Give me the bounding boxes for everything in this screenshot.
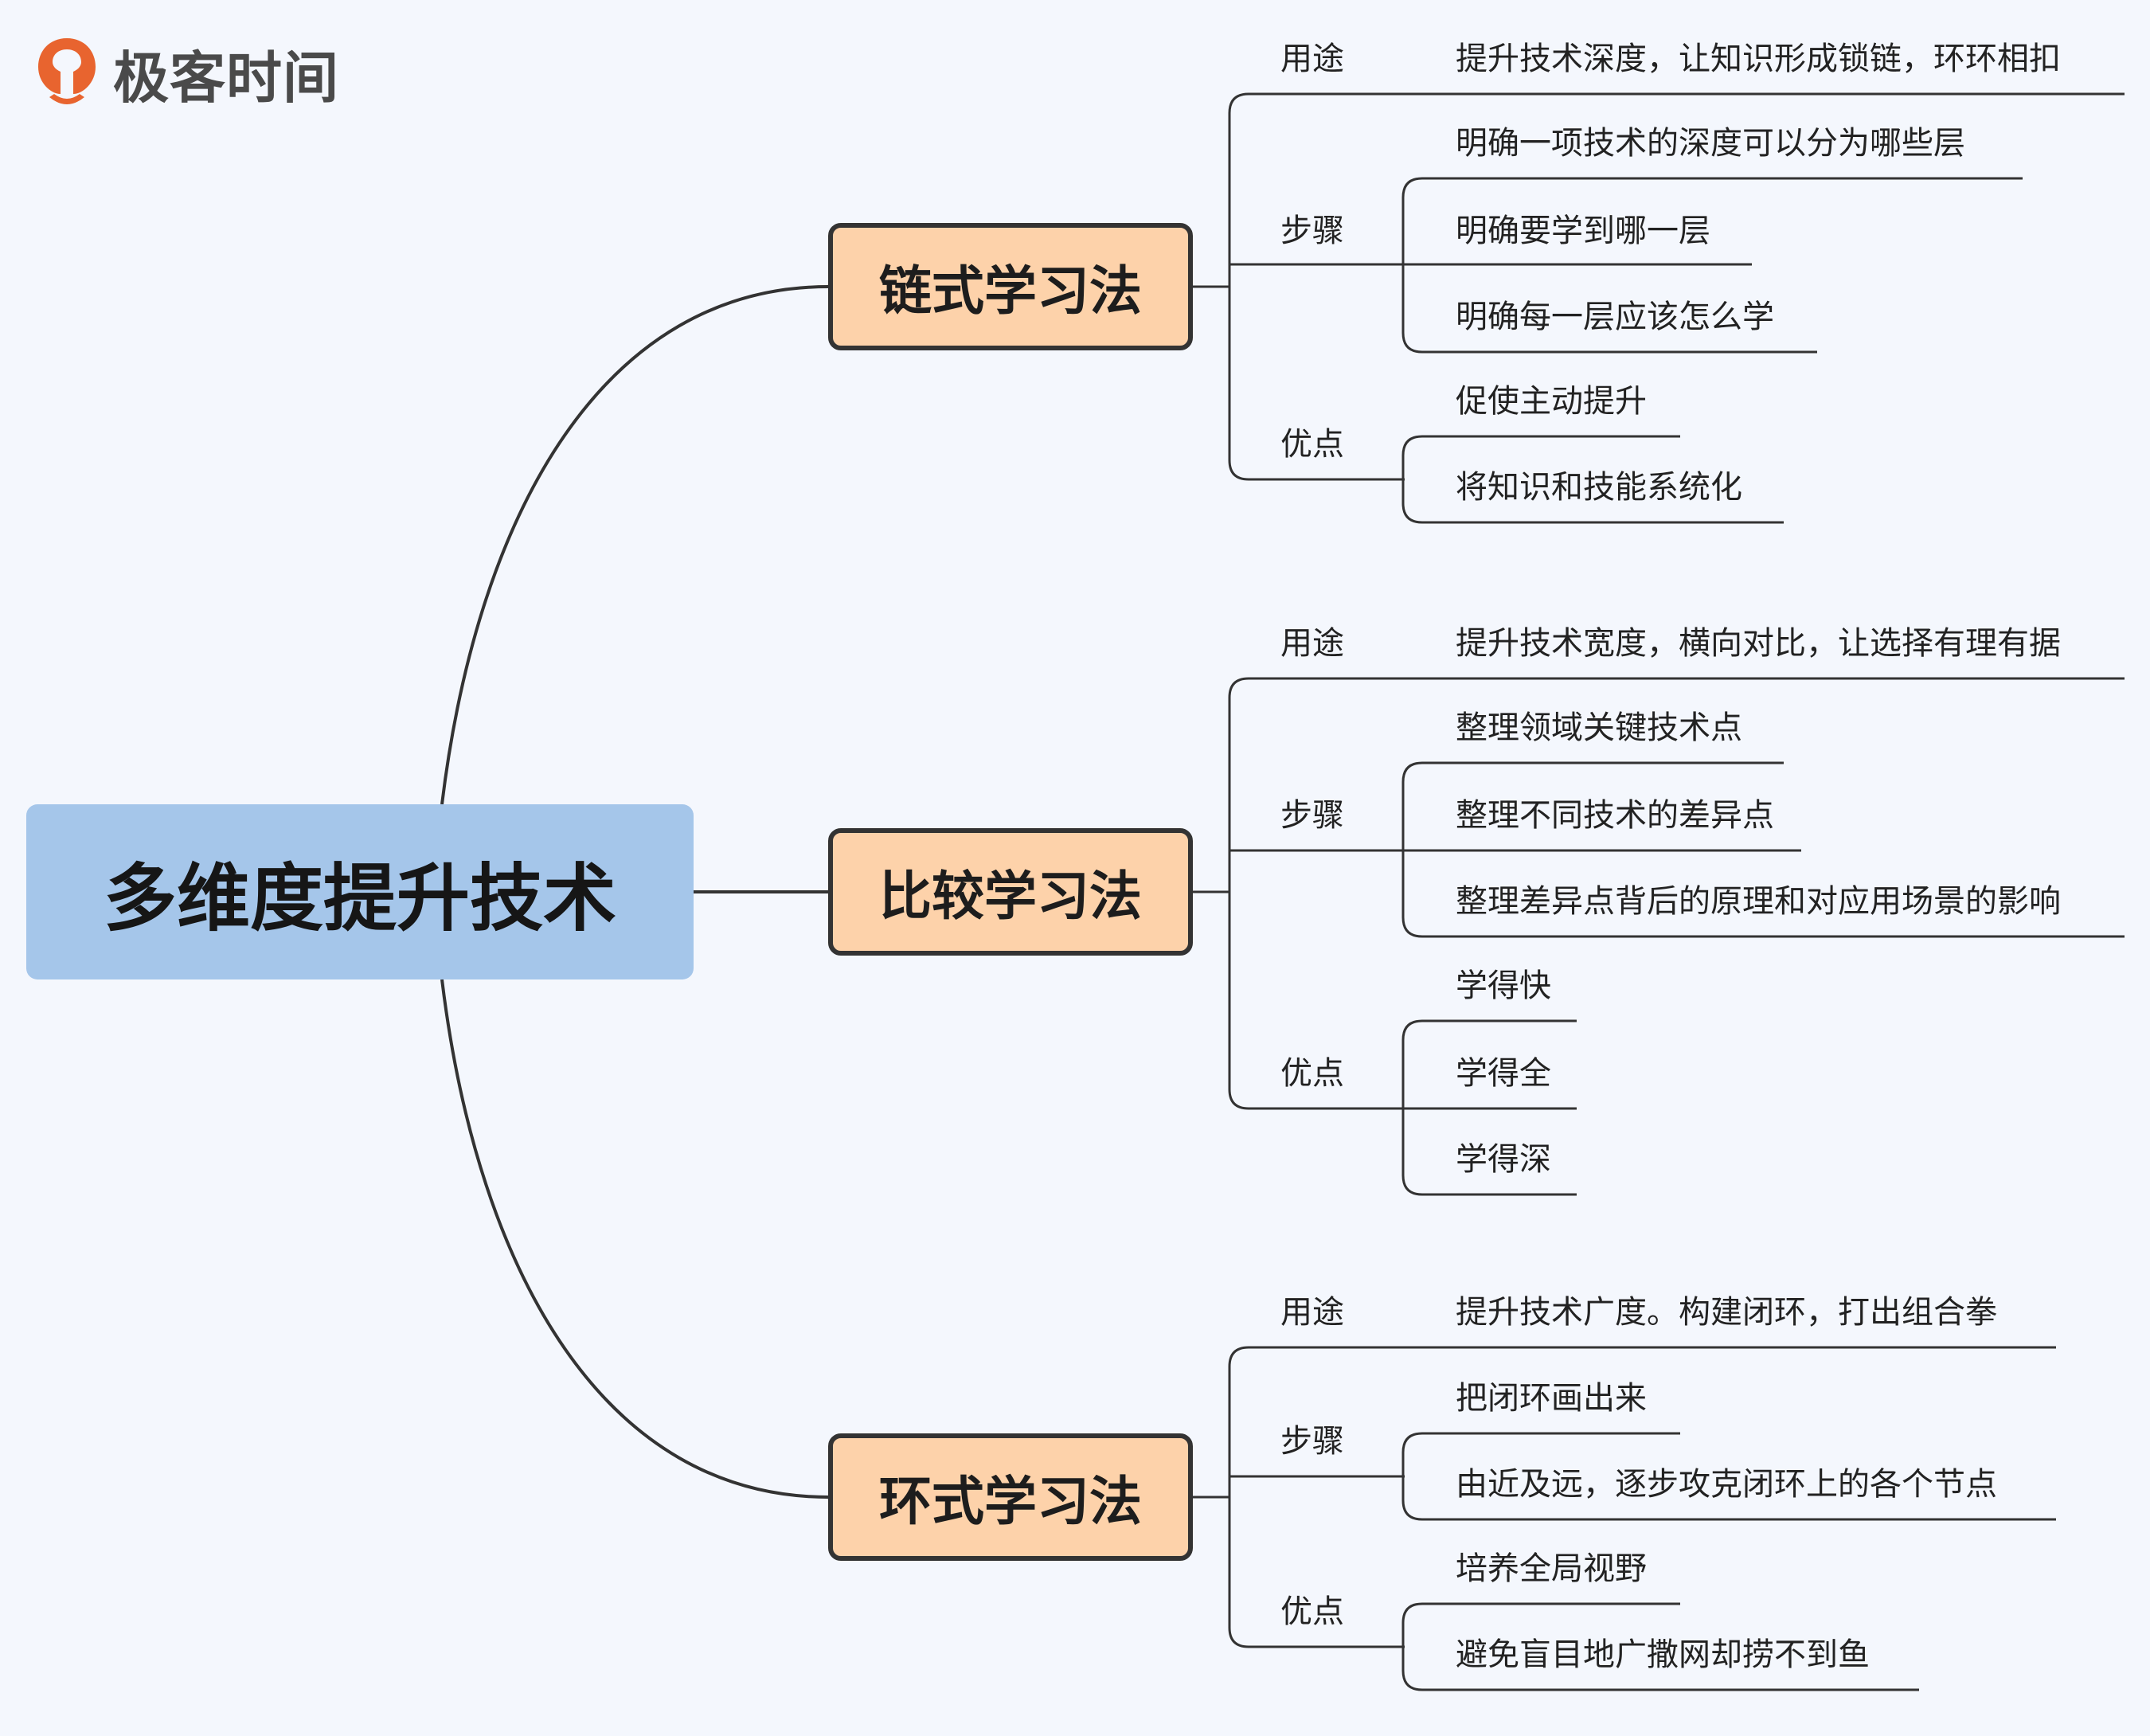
leaf-item: 明确要学到哪一层 [1456,213,1710,249]
connector-line [1228,92,1249,481]
leaf-item: 学得深 [1456,1141,1551,1178]
category-purpose: 用途 [1280,1294,1344,1331]
leaf-item: 提升技术广度。构建闭环，打出组合拳 [1456,1294,1997,1331]
method-loop-learning: 环式学习法 [828,1433,1193,1561]
leaf-item: 促使主动提升 [1456,383,1647,420]
connector-line [1401,435,1423,524]
leaf-item: 明确一项技术的深度可以分为哪些层 [1456,125,1965,162]
leaf-item: 避免盲目地广撒网却捞不到鱼 [1456,1636,1870,1673]
leaf-item: 整理不同技术的差异点 [1456,797,1774,834]
category-advantages: 优点 [1280,1055,1344,1092]
leaf-item: 学得快 [1456,968,1551,1004]
geektime-logo-icon [38,38,96,104]
leaf-item: 明确每一层应该怎么学 [1456,299,1774,335]
root-topic: 多维度提升技术 [26,804,694,979]
leaf-item: 由近及远，逐步攻克闭环上的各个节点 [1456,1466,1997,1503]
category-purpose: 用途 [1280,41,1344,77]
method-chain-learning: 链式学习法 [828,223,1193,350]
method-comparison-learning: 比较学习法 [828,828,1193,956]
connector-line [1401,1602,1423,1691]
connector-line [1401,1432,1423,1521]
leaf-item: 提升技术宽度，横向对比，让选择有理有据 [1456,625,2061,662]
category-steps: 步骤 [1280,213,1344,249]
category-advantages: 优点 [1280,426,1344,463]
brand-name: 极客时间 [113,45,339,111]
category-steps: 步骤 [1280,1423,1344,1460]
leaf-item: 培养全局视野 [1456,1550,1647,1587]
connector-line [1228,677,1249,1110]
connector-line [440,979,829,1499]
leaf-item: 把闭环画出来 [1456,1380,1647,1417]
connector-line [1228,1346,1249,1648]
leaf-item: 学得全 [1456,1055,1551,1092]
connector-line [440,285,829,805]
leaf-item: 将知识和技能系统化 [1456,469,1742,506]
leaf-item: 提升技术深度，让知识形成锁链，环环相扣 [1456,41,2061,77]
leaf-item: 整理领域关键技术点 [1456,710,1742,746]
category-advantages: 优点 [1280,1593,1344,1630]
leaf-item: 整理差异点背后的原理和对应用场景的影响 [1456,883,2061,920]
category-purpose: 用途 [1280,625,1344,662]
brand-logo: 极客时间 [33,33,339,113]
category-steps: 步骤 [1280,797,1344,834]
